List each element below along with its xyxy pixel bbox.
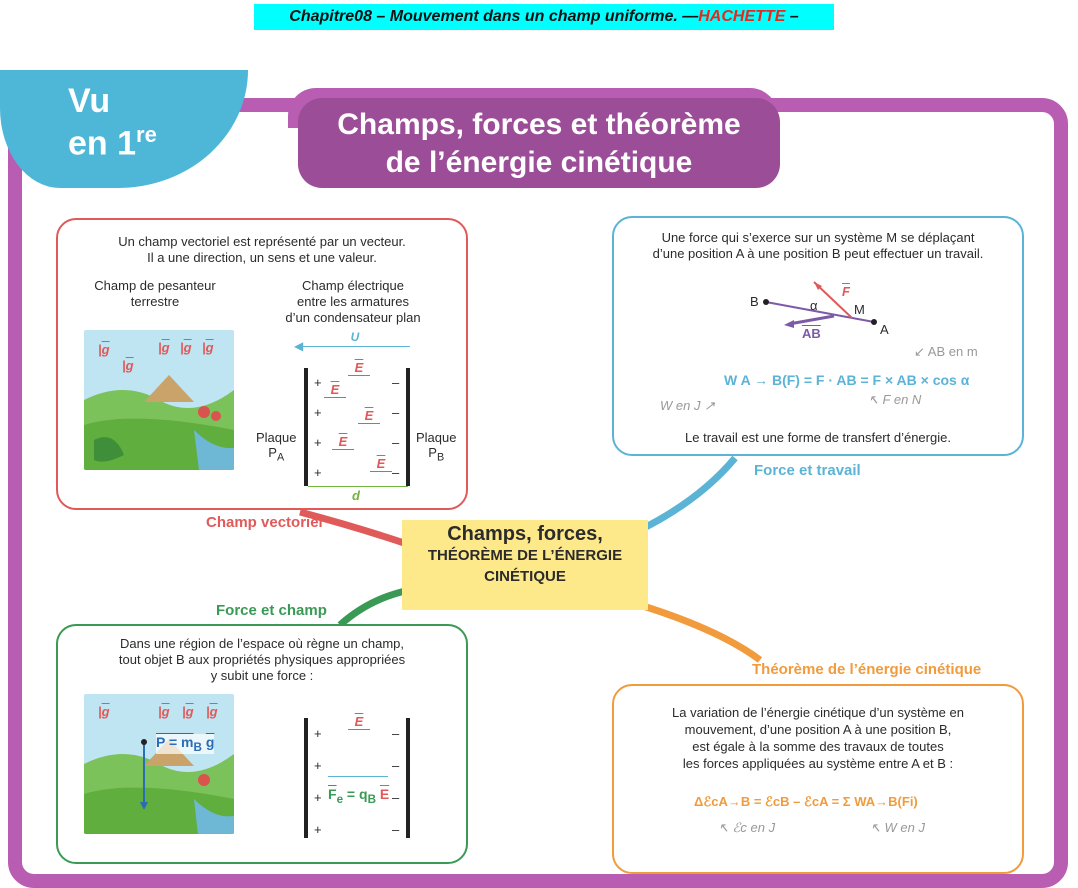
d-label: d xyxy=(352,488,360,503)
e-vector-1: E xyxy=(348,360,370,376)
orange-intro2: mouvement, d’une position A à une positi… xyxy=(684,722,952,737)
badge-line2: en 1re xyxy=(68,122,157,163)
panel-force-travail: Une force qui s’exerce sur un système M … xyxy=(612,216,1024,456)
orange-intro3: est égale à la somme des travaux de tout… xyxy=(692,739,944,754)
f-unit-label: ↖ F en N xyxy=(868,392,922,407)
blue-intro2: d’une position A à une position B peut e… xyxy=(652,246,984,261)
work-formula: W A → B(F) = F · AB = F × AB × cos α xyxy=(724,372,970,388)
weight-formula: P = mB g xyxy=(156,734,215,754)
vu-en-1re-badge: Vu en 1re xyxy=(0,70,248,188)
plate-a-2 xyxy=(304,718,308,838)
center-node: Champs, forces, théorème de l’énergie ci… xyxy=(402,520,648,610)
fe-arrow xyxy=(328,776,388,777)
g-vector-8: |g xyxy=(182,704,194,719)
plaque-a-label: Plaque PA xyxy=(256,430,297,464)
ec-unit-label: ↖ ℰc en J xyxy=(718,820,776,835)
alpha-angle: α xyxy=(810,298,818,313)
e-vector-6: E xyxy=(348,714,370,730)
panel-champ-vectoriel: Un champ vectoriel est représenté par un… xyxy=(56,218,468,510)
plus-signs-2: ++++ xyxy=(314,726,322,837)
branch-label-theoreme: Théorème de l’énergie cinétique xyxy=(752,661,982,678)
e-vector-5: E xyxy=(370,456,392,472)
red-left-title1: Champ de pesanteur xyxy=(94,278,216,293)
g-vector-2: |g xyxy=(158,340,170,355)
red-intro2: Il a une direction, un sens et une valeu… xyxy=(147,250,377,265)
plate-b xyxy=(406,368,410,486)
plate-a xyxy=(304,368,308,486)
g-vector-4: |g xyxy=(202,340,214,355)
header-prefix: Chapitre08 – Mouvement dans un champ uni… xyxy=(289,8,699,25)
landscape-illustration xyxy=(84,330,234,470)
plate-b-2 xyxy=(406,718,410,838)
landscape-illustration-2 xyxy=(84,694,234,834)
orange-branch xyxy=(638,601,763,663)
center-line3: cinétique xyxy=(484,568,566,585)
document-header: Chapitre08 – Mouvement dans un champ uni… xyxy=(254,4,834,30)
badge-line1: Vu xyxy=(68,82,111,120)
branch-label-force-travail: Force et travail xyxy=(754,462,861,479)
plaque-b-label: Plaque PB xyxy=(416,430,457,464)
branch-label-force-champ: Force et champ xyxy=(216,602,327,619)
panel-force-champ: Dans une région de l’espace où règne un … xyxy=(56,624,468,864)
g-vector-6: |g xyxy=(98,704,110,719)
f-vector-label: F xyxy=(842,284,850,299)
page-title: Champs, forces et théorème de l’énergie … xyxy=(298,98,780,188)
blue-branch xyxy=(638,455,738,534)
orange-intro1: La variation de l’énergie cinétique d’un… xyxy=(672,705,964,720)
green-intro3: y subit une force : xyxy=(210,668,314,683)
minus-signs: –––– xyxy=(392,375,400,480)
g-vector-5: |g xyxy=(122,358,134,373)
ab-unit-label: ↙ AB en m xyxy=(914,344,978,359)
center-line2: théorème de l’énergie xyxy=(427,547,623,564)
center-line1: Champs, forces, xyxy=(447,523,603,545)
red-intro1: Un champ vectoriel est représenté par un… xyxy=(118,234,406,249)
header-suffix: – xyxy=(785,8,799,25)
red-right-title1: Champ électrique xyxy=(302,278,404,293)
plus-signs: ++++ xyxy=(314,375,322,480)
e-vector-3: E xyxy=(358,408,380,424)
blue-intro1: Une force qui s’exerce sur un système M … xyxy=(661,230,975,245)
green-branch xyxy=(337,586,411,628)
header-publisher: HACHETTE xyxy=(698,8,786,25)
g-vector-7: |g xyxy=(158,704,170,719)
title-line1: Champs, forces et théorème xyxy=(337,108,741,141)
point-a: A xyxy=(880,322,889,337)
branch-label-champ-vectoriel: Champ vectoriel xyxy=(206,514,323,531)
ab-vector-label: AB xyxy=(802,326,821,341)
red-right-title2: entre les armatures xyxy=(297,294,409,309)
electric-force-formula: Fe = qB E xyxy=(328,786,390,806)
g-vector-3: |g xyxy=(180,340,192,355)
point-m: M xyxy=(854,302,865,317)
kinetic-energy-formula: ΔℰcA→B = ℰcB – ℰcA = Σ WA→B(Fi) xyxy=(694,794,918,809)
minus-signs-2: –––– xyxy=(392,726,400,837)
force-work-diagram xyxy=(763,281,877,328)
red-branch xyxy=(299,508,412,549)
panel-theoreme-energie: La variation de l’énergie cinétique d’un… xyxy=(612,684,1024,874)
point-b: B xyxy=(750,294,759,309)
title-line2: de l’énergie cinétique xyxy=(385,146,693,179)
u-arrow: U ◀ xyxy=(294,330,410,353)
d-arrow xyxy=(308,486,408,487)
g-vector-9: |g xyxy=(206,704,218,719)
e-vector-2: E xyxy=(324,382,346,398)
green-intro2: tout objet B aux propriétés physiques ap… xyxy=(118,652,406,667)
g-vector-1: |g xyxy=(98,342,110,357)
e-vector-4: E xyxy=(332,434,354,450)
orange-intro4: les forces appliquées au système entre A… xyxy=(682,756,954,771)
blue-outro: Le travail est une forme de transfert d’… xyxy=(685,430,951,445)
red-left-title2: terrestre xyxy=(130,294,180,309)
green-intro1: Dans une région de l’espace où règne un … xyxy=(119,636,405,651)
w-unit-label-2: ↖ W en J xyxy=(870,820,925,835)
red-right-title3: d’un condensateur plan xyxy=(285,310,421,325)
w-unit-label: W en J ↗ xyxy=(660,398,715,413)
